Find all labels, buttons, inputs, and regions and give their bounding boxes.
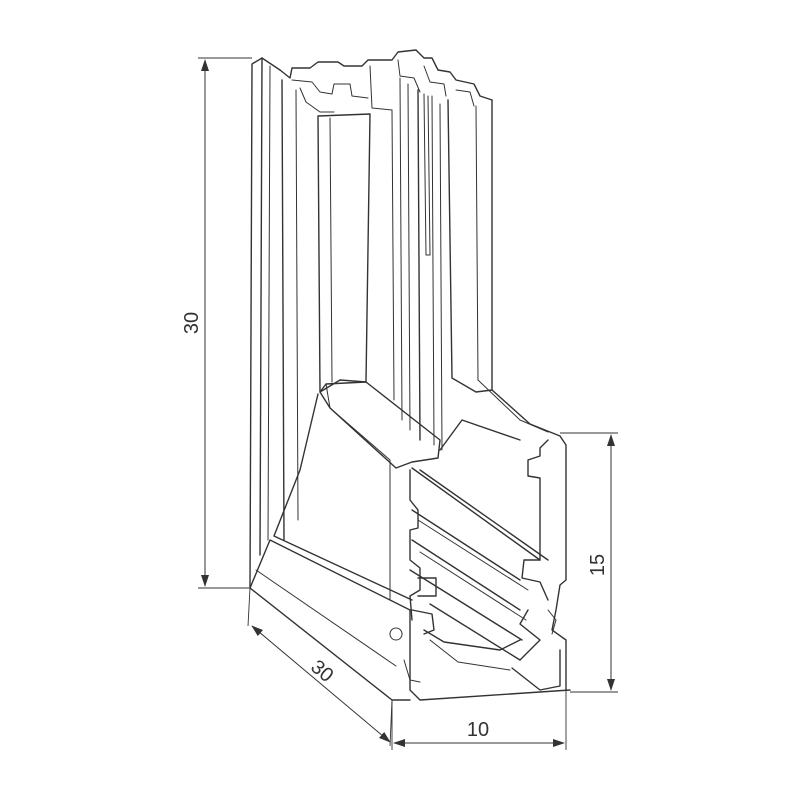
dimension-label-depth-bottom-left: 30 xyxy=(306,656,337,687)
dimension-height-right: 15 xyxy=(560,432,618,693)
dimension-label-height-left: 30 xyxy=(181,312,203,334)
miter-block xyxy=(273,379,561,601)
vertical-profile xyxy=(249,49,493,589)
dimension-height-left: 30 xyxy=(181,57,252,589)
dimension-label-width-bottom: 10 xyxy=(467,719,489,741)
dimension-depth-bottom-left: 30 xyxy=(247,587,393,747)
dimension-label-height-right: 15 xyxy=(587,554,609,576)
dimension-width-bottom: 10 xyxy=(391,690,567,750)
horizontal-profile xyxy=(249,435,571,701)
